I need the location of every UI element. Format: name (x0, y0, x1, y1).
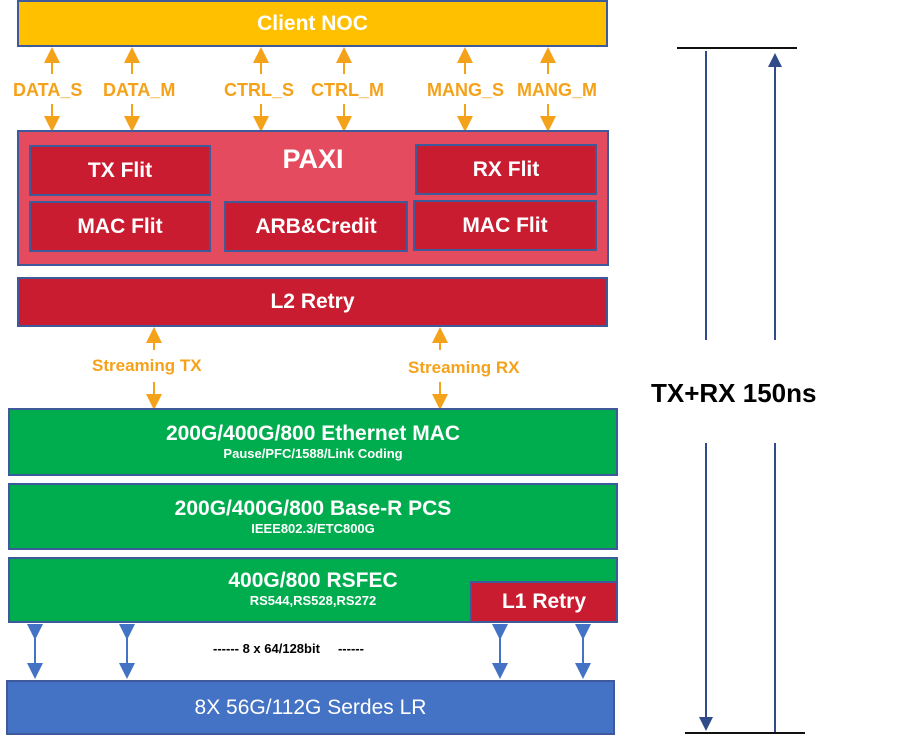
mac-flit-rx-block: MAC Flit (413, 200, 597, 251)
mac-flit-tx-block: MAC Flit (29, 201, 211, 252)
signal-label-ctrl-s: CTRL_S (224, 80, 295, 100)
tx-flit-block: TX Flit (29, 145, 211, 196)
ethernet-mac-title: 200G/400G/800 Ethernet MAC (165, 422, 461, 445)
pcs-subtitle: IEEE802.3/ETC800G (251, 520, 375, 536)
rx-flit-block: RX Flit (415, 144, 597, 195)
signal-label-mang-m: MANG_M (517, 80, 597, 100)
paxi-block: PAXI TX Flit RX Flit MAC Flit ARB&Credit… (17, 130, 609, 266)
latency-label: TX+RX 150ns (651, 378, 817, 408)
pcs-block: 200G/400G/800 Base-R PCS IEEE802.3/ETC80… (8, 483, 618, 550)
arb-credit-label: ARB&Credit (255, 214, 377, 238)
arb-credit-block: ARB&Credit (224, 201, 408, 252)
ethernet-mac-block: 200G/400G/800 Ethernet MAC Pause/PFC/158… (8, 408, 618, 476)
rsfec-title: 400G/800 RSFEC (228, 569, 398, 592)
l2-retry-block: L2 Retry (17, 277, 608, 327)
ethernet-mac-subtitle: Pause/PFC/1588/Link Coding (223, 446, 403, 461)
streaming-tx-label: Streaming TX (92, 356, 202, 375)
signal-label-mang-s: MANG_S (427, 80, 505, 100)
serdes-label: 8X 56G/112G Serdes LR (194, 695, 427, 719)
l1-retry-label: L1 Retry (501, 590, 587, 613)
serdes-block: 8X 56G/112G Serdes LR (6, 680, 615, 735)
signal-label-data-s: DATA_S (13, 80, 83, 100)
l2-retry-label: L2 Retry (270, 290, 355, 313)
bus-width-label: ------ 8 x 64/128bit ------ (213, 641, 364, 656)
signal-label-data-m: DATA_M (103, 80, 176, 100)
streaming-rx-label: Streaming RX (408, 358, 520, 377)
client-noc-label: Client NOC (257, 11, 368, 35)
rsfec-subtitle: RS544,RS528,RS272 (249, 593, 377, 608)
tx-flit-label: TX Flit (87, 158, 153, 182)
rx-flit-label: RX Flit (472, 157, 540, 181)
mac-flit-tx-label: MAC Flit (77, 214, 163, 238)
pcs-title: 200G/400G/800 Base-R PCS (174, 496, 452, 520)
paxi-title: PAXI (282, 144, 344, 174)
client-noc-block: Client NOC (17, 0, 608, 47)
mac-flit-rx-label: MAC Flit (462, 213, 548, 237)
l1-retry-block: L1 Retry (470, 581, 618, 623)
signal-label-ctrl-m: CTRL_M (311, 80, 384, 100)
